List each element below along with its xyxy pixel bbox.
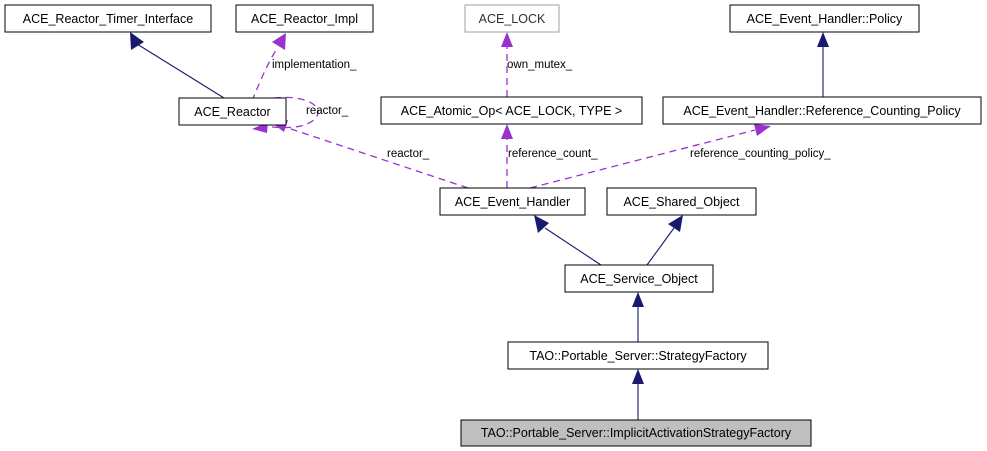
edge-reactor-to-impl-usage (251, 33, 286, 102)
node-ace-lock[interactable]: ACE_LOCK (464, 4, 560, 33)
edge-label-own-mutex: own_mutex_ (507, 59, 573, 71)
node-ace-service-object[interactable]: ACE_Service_Object (564, 264, 714, 293)
node-tao-portable-server-implicitactivationstrategyfactory[interactable]: TAO::Portable_Server::ImplicitActivation… (460, 419, 812, 447)
edge-event-handler-to-reactor-usage (272, 120, 469, 189)
edge-atomic-op-to-ace-lock-usage (501, 32, 513, 97)
node-ace-atomic-op[interactable]: ACE_Atomic_Op< ACE_LOCK, TYPE > (380, 96, 643, 125)
edge-event-handler-to-atomic-op-usage (501, 124, 513, 188)
node-label-ace-shared-object: ACE_Shared_Object (623, 195, 740, 209)
edge-label-implementation: implementation_ (272, 59, 357, 71)
edge-label-reactor-self: reactor_ (306, 105, 349, 117)
edge-label-reactor-event-handler: reactor_ (387, 148, 430, 160)
node-label-ace-reactor-timer-interface: ACE_Reactor_Timer_Interface (23, 12, 193, 26)
edge-label-reference-count: reference_count_ (508, 148, 598, 160)
edge-service-object-to-shared-object (646, 215, 683, 266)
node-label-ace-reactor-impl: ACE_Reactor_Impl (251, 12, 358, 26)
node-label-tao-portable-server-implicitactivationstrategyfactory: TAO::Portable_Server::ImplicitActivation… (481, 426, 792, 440)
edge-ref-policy-to-eh-policy (817, 32, 829, 97)
node-label-tao-portable-server-strategyfactory: TAO::Portable_Server::StrategyFactory (529, 349, 747, 363)
node-ace-event-handler[interactable]: ACE_Event_Handler (439, 187, 586, 216)
node-label-ace-lock: ACE_LOCK (479, 12, 546, 26)
edge-implicit-to-strategy (632, 369, 644, 420)
node-ace-reactor-timer-interface[interactable]: ACE_Reactor_Timer_Interface (4, 4, 212, 33)
edge-strategy-to-service-object (632, 292, 644, 342)
node-label-ace-event-handler-reference-counting-policy: ACE_Event_Handler::Reference_Counting_Po… (683, 104, 961, 118)
node-label-ace-reactor: ACE_Reactor (194, 105, 270, 119)
edge-reactor-to-timer-interface (130, 32, 225, 99)
node-label-ace-service-object: ACE_Service_Object (580, 272, 698, 286)
edge-label-reference-counting-policy: reference_counting_policy_ (690, 148, 831, 160)
node-ace-event-handler-reference-counting-policy[interactable]: ACE_Event_Handler::Reference_Counting_Po… (662, 96, 982, 125)
node-ace-event-handler-policy[interactable]: ACE_Event_Handler::Policy (729, 4, 920, 33)
edge-event-handler-to-ref-policy-usage (529, 124, 771, 189)
edge-service-object-to-event-handler (534, 215, 602, 266)
node-tao-portable-server-strategyfactory[interactable]: TAO::Portable_Server::StrategyFactory (507, 341, 769, 370)
node-label-ace-event-handler: ACE_Event_Handler (455, 195, 570, 209)
node-label-ace-event-handler-policy: ACE_Event_Handler::Policy (747, 12, 903, 26)
node-ace-reactor-impl[interactable]: ACE_Reactor_Impl (235, 4, 374, 33)
node-label-ace-atomic-op: ACE_Atomic_Op< ACE_LOCK, TYPE > (401, 104, 622, 118)
node-ace-shared-object[interactable]: ACE_Shared_Object (606, 187, 757, 216)
node-ace-reactor[interactable]: ACE_Reactor (178, 97, 287, 126)
